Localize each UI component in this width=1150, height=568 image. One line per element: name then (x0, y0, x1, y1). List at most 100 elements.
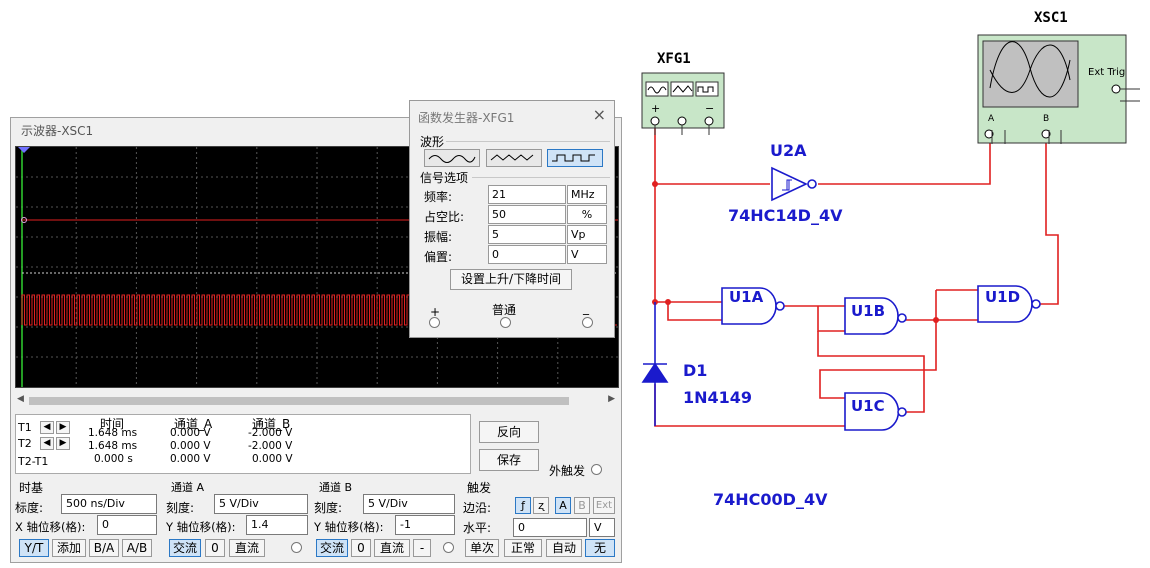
waveform-divider (446, 141, 610, 142)
channel-a-scale-input[interactable]: 5 V/Div (214, 494, 308, 514)
xfg1-label: XFG1 (657, 51, 691, 67)
t2-time: 1.648 ms (88, 440, 138, 452)
dt-a: 0.000 V (170, 453, 211, 465)
single-button[interactable]: 单次 (465, 539, 499, 557)
sine-wave-button[interactable] (424, 149, 480, 167)
channel-a-zero-button[interactable]: 0 (205, 539, 225, 557)
triangle-wave-button[interactable] (486, 149, 542, 167)
junction-dot (665, 299, 671, 305)
add-button[interactable]: 添加 (52, 539, 86, 557)
auto-button[interactable]: 自动 (546, 539, 582, 557)
function-generator-window: 函数发生器-XFG1 × 波形 信号选项 频率: 21 MHz 占空比: 50 … (409, 100, 615, 338)
plus-terminal-label: + (430, 305, 441, 319)
channel-b-dc-button[interactable]: 直流 (374, 539, 410, 557)
channel-a-dc-button[interactable]: 直流 (229, 539, 265, 557)
channel-b-title: 通道 B (319, 481, 353, 494)
timebase-scale-input[interactable]: 500 ns/Div (61, 494, 157, 514)
readout-header-time: 时间 (100, 417, 125, 431)
reverse-button[interactable]: 反向 (479, 421, 539, 443)
channel-b-radio[interactable] (443, 542, 454, 553)
frequency-unit[interactable]: MHz (567, 185, 607, 204)
channel-b-scale-input[interactable]: 5 V/Div (363, 494, 455, 514)
square-wave-icon (552, 154, 595, 162)
scroll-left-icon[interactable]: ◀ (17, 394, 24, 404)
scroll-thumb[interactable] (29, 397, 569, 405)
rising-edge-button[interactable]: ƒ (515, 497, 531, 514)
channel-b-ac-button[interactable]: 交流 (316, 539, 348, 557)
trigger-a-button[interactable]: A (555, 497, 571, 514)
normal-button[interactable]: 正常 (504, 539, 542, 557)
ch-a-label: A (988, 114, 995, 124)
t1-left-button[interactable]: ◀ (40, 421, 54, 434)
trigger-edge-label: 边沿: (463, 501, 492, 515)
trigger-level-unit[interactable]: V (589, 518, 615, 537)
falling-edge-button[interactable]: ʐ (533, 497, 549, 514)
duty-label: 占空比: (424, 210, 465, 224)
fgen-title: 函数发生器-XFG1 (418, 111, 515, 125)
timebase-xpos-input[interactable]: 0 (97, 515, 157, 535)
t2-left-button[interactable]: ◀ (40, 437, 54, 450)
u1a-gate (721, 287, 785, 325)
channel-a-ypos-label: Y 轴位移(格): (166, 520, 236, 534)
channel-b-minus-button[interactable]: - (413, 539, 431, 557)
amplitude-unit[interactable]: Vp (567, 225, 607, 244)
timebase-xpos-label: X 轴位移(格): (15, 520, 86, 534)
scroll-right-icon[interactable]: ▶ (608, 394, 615, 404)
u1c-gate (844, 392, 907, 431)
ext-trig-label: Ext Trig (1088, 67, 1126, 78)
t1-label: T1 (18, 421, 32, 434)
t1-right-button[interactable]: ▶ (56, 421, 70, 434)
u1a-label: U1A (729, 288, 764, 306)
u2a-gate (771, 166, 817, 202)
trigger-ext-button[interactable]: Ext (593, 497, 615, 514)
d1-part-label: 1N4149 (683, 388, 753, 407)
channel-b-ypos-input[interactable]: -1 (395, 515, 455, 535)
d1-diode (641, 302, 669, 426)
oscilloscope-title: 示波器-XSC1 (21, 124, 94, 138)
save-button[interactable]: 保存 (479, 449, 539, 471)
scope-scrollbar[interactable]: ◀ ▶ (15, 394, 617, 408)
yt-button[interactable]: Y/T (19, 539, 49, 557)
square-wave-button[interactable] (547, 149, 603, 167)
trigger-b-button[interactable]: B (574, 497, 590, 514)
minus-terminal-label: _ (583, 301, 589, 315)
plus-terminal-radio[interactable] (429, 317, 440, 328)
channel-b-zero-button[interactable]: 0 (351, 539, 371, 557)
t1-b: -2.000 V (248, 427, 293, 439)
close-icon[interactable]: × (592, 105, 606, 124)
offset-input[interactable]: 0 (488, 245, 566, 264)
d1-label: D1 (683, 361, 708, 380)
common-terminal-radio[interactable] (500, 317, 511, 328)
duty-input[interactable]: 50 (488, 205, 566, 224)
nand-part-label: 74HC00D_4V (713, 490, 828, 509)
ba-button[interactable]: B/A (89, 539, 119, 557)
trigger-level-input[interactable]: 0 (513, 518, 587, 537)
channel-a-radio[interactable] (291, 542, 302, 553)
ext-trigger-radio[interactable] (591, 464, 602, 475)
rise-fall-time-button[interactable]: 设置上升/下降时间 (450, 269, 572, 290)
t2-b: -2.000 V (248, 440, 293, 452)
minus-terminal-radio[interactable] (582, 317, 593, 328)
t1-time: 1.648 ms (88, 427, 138, 439)
frequency-label: 频率: (424, 190, 453, 204)
channel-a-ypos-input[interactable]: 1.4 (246, 515, 308, 535)
amplitude-label: 振幅: (424, 230, 453, 244)
t2-t1-label: T2-T1 (18, 455, 49, 468)
ext-trigger-label: 外触发 (549, 464, 586, 478)
channel-a-marker (21, 217, 27, 223)
u2a-label: U2A (770, 141, 807, 160)
junction-dot (652, 181, 658, 187)
trigger-title: 触发 (467, 481, 492, 495)
ab-button[interactable]: A/B (122, 539, 152, 557)
channel-a-ac-button[interactable]: 交流 (169, 539, 201, 557)
none-button[interactable]: 无 (585, 539, 615, 557)
frequency-input[interactable]: 21 (488, 185, 566, 204)
cursor-readout: 时间 通道_A 通道_B T1 ◀ ▶ T2 ◀ ▶ T2-T1 1.648 m… (15, 414, 471, 474)
duty-unit[interactable]: % (567, 205, 607, 224)
cursor-t1-marker (18, 147, 30, 153)
t1-a: 0.000 V (170, 427, 211, 439)
amplitude-input[interactable]: 5 (488, 225, 566, 244)
t2-right-button[interactable]: ▶ (56, 437, 70, 450)
offset-unit[interactable]: V (567, 245, 607, 264)
